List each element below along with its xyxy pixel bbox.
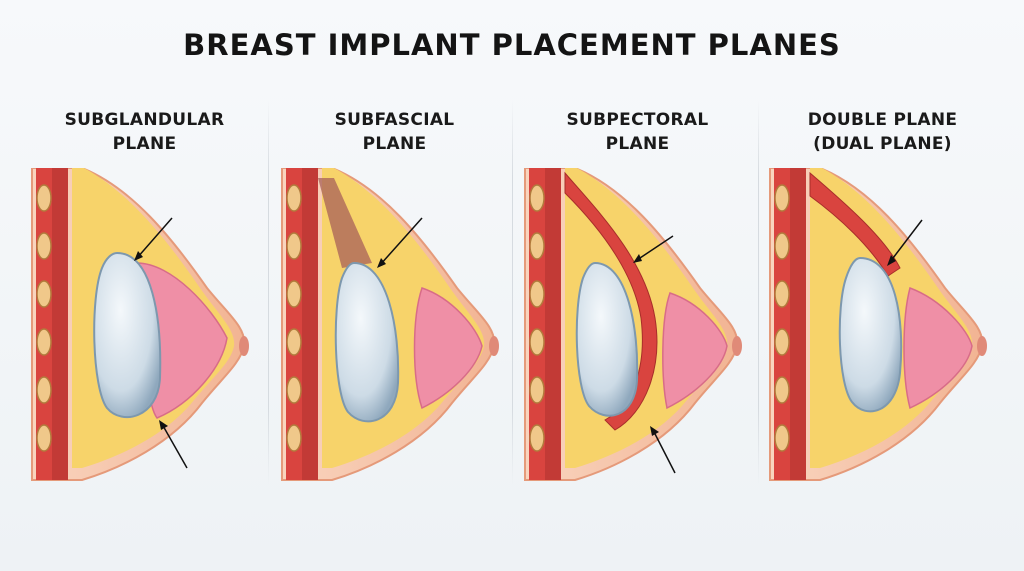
panel-label-line1: DOUBLE PLANE [807, 110, 958, 130]
panel-label-line2: PLANE [112, 134, 177, 154]
panel-subfascial: SUBFASCIAL PLANE [272, 100, 517, 520]
panel-subpectoral: SUBPECTORAL PLANE [515, 100, 760, 520]
panel-divider [758, 100, 759, 485]
diagram-title: BREAST IMPLANT PLACEMENT PLANES [183, 28, 841, 62]
panel-dual-plane: DOUBLE PLANE (DUAL PLANE) [760, 100, 1005, 520]
panel-label-line1: SUBPECTORAL [566, 110, 709, 130]
panel-subglandular: SUBGLANDULAR PLANE [22, 100, 267, 520]
panel-label: SUBPECTORAL PLANE [515, 108, 760, 156]
panel-label-line2: (DUAL PLANE) [813, 134, 952, 154]
panel-divider [512, 100, 513, 485]
anatomy-illustration-subglandular [31, 168, 249, 481]
panel-label-line1: SUBFASCIAL [334, 110, 455, 130]
panel-label: SUBFASCIAL PLANE [272, 108, 517, 156]
anatomy-illustration-subfascial [281, 168, 499, 481]
panel-label-line2: PLANE [605, 134, 670, 154]
panel-label: SUBGLANDULAR PLANE [22, 108, 267, 156]
anatomy-illustration-subpectoral [524, 168, 742, 481]
panel-label: DOUBLE PLANE (DUAL PLANE) [760, 108, 1005, 156]
panel-label-line2: PLANE [362, 134, 427, 154]
anatomy-illustration-dual-plane [769, 168, 987, 481]
panel-label-line1: SUBGLANDULAR [64, 110, 225, 130]
panel-divider [268, 100, 269, 485]
